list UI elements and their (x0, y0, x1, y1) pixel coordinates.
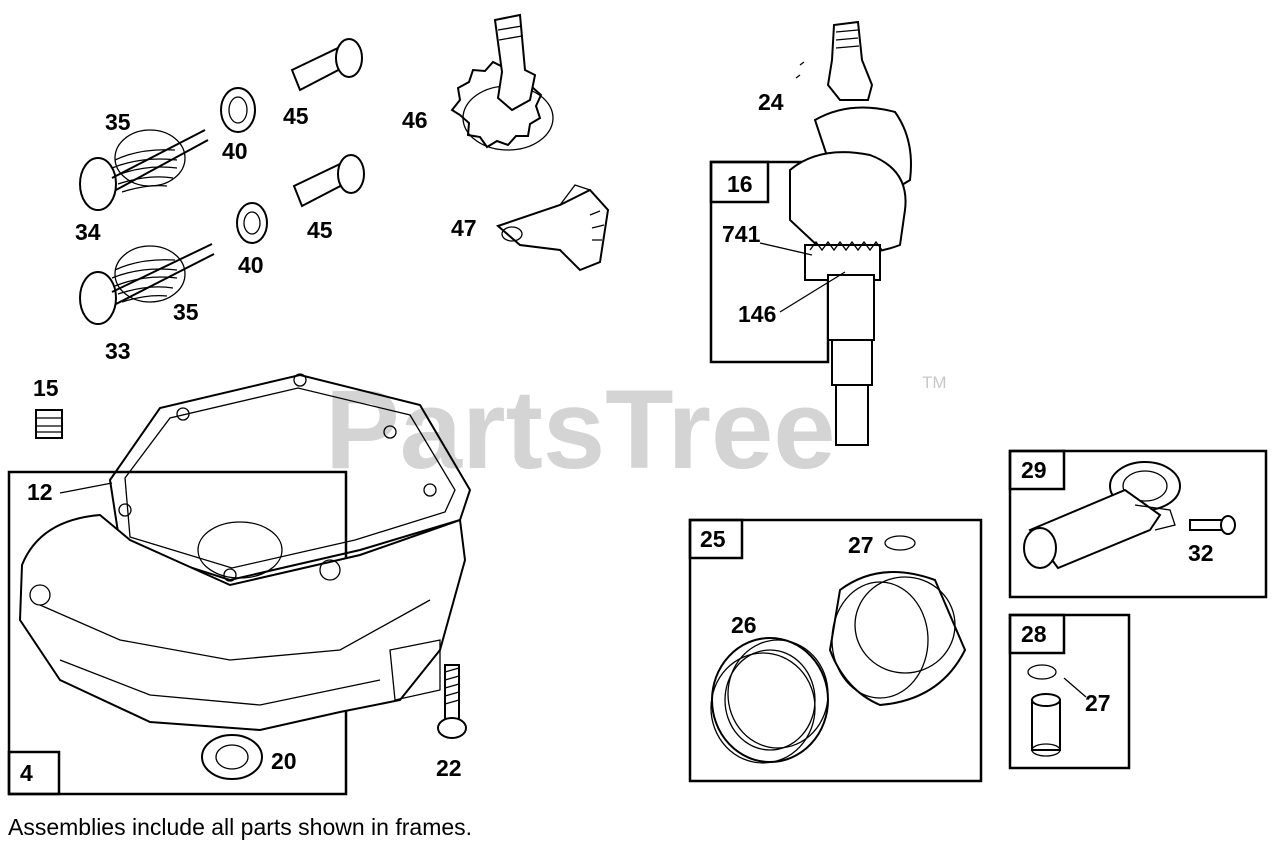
rod-bolt-illustration (1189, 515, 1236, 535)
leader-12 (59, 482, 113, 494)
plug-illustration (35, 409, 63, 439)
callout-24: 24 (758, 89, 784, 115)
valve-intake-illustration (79, 129, 209, 211)
crankshaft-illustration (789, 20, 912, 446)
piston-rings-illustration (710, 637, 829, 764)
callout-20: 20 (271, 748, 297, 774)
frame-label-29: 29 (1021, 457, 1047, 483)
frame-label-25: 25 (700, 526, 726, 552)
callout-33: 33 (105, 338, 131, 364)
callout-27-piston: 27 (848, 532, 874, 558)
callout-35-upper: 35 (105, 109, 131, 135)
leader-741 (759, 242, 813, 256)
sump-cover-illustration (18, 513, 467, 732)
valve-retainer-illustration (220, 87, 268, 244)
wrist-pin-illustration (1027, 664, 1061, 757)
leader-27b (1063, 677, 1087, 698)
frame-label-28: 28 (1021, 621, 1047, 647)
callout-12: 12 (27, 479, 53, 505)
governor-illustration (496, 184, 610, 272)
frame-assembly-29: 29 (1008, 449, 1268, 599)
watermark-text: PartsTree (325, 367, 836, 492)
cam-gear-illustration (450, 13, 554, 151)
callout-22: 22 (436, 755, 462, 781)
connecting-rod-illustration (1023, 461, 1181, 570)
callout-32: 32 (1188, 540, 1214, 566)
callout-26: 26 (731, 612, 757, 638)
frame-assembly-28: 28 (1008, 613, 1131, 770)
callout-45-lower: 45 (307, 217, 333, 243)
callout-46: 46 (402, 107, 428, 133)
bolt-illustration (437, 664, 467, 739)
callout-40-lower: 40 (238, 252, 264, 278)
piston-illustration (828, 571, 967, 707)
callout-35-lower: 35 (173, 299, 199, 325)
oil-seal-illustration (201, 734, 263, 780)
watermark-trademark: TM (922, 373, 947, 392)
tappet-illustration (290, 38, 365, 208)
piston-clip-illustration (884, 535, 916, 551)
valve-exhaust-illustration (79, 243, 215, 325)
callout-45-upper: 45 (283, 103, 309, 129)
callout-34: 34 (75, 219, 101, 245)
callout-40-upper: 40 (222, 138, 248, 164)
callout-15: 15 (33, 375, 59, 401)
leader-146 (779, 271, 846, 313)
diagram-caption: Assemblies include all parts shown in fr… (8, 814, 473, 840)
callout-27-pin: 27 (1085, 690, 1111, 716)
callout-47: 47 (451, 215, 477, 241)
frame-assembly-25: 25 (688, 518, 983, 783)
frame-label-16: 16 (727, 171, 753, 197)
callout-146: 146 (738, 301, 776, 327)
callout-741: 741 (722, 221, 761, 247)
frame-label-4: 4 (20, 760, 33, 786)
